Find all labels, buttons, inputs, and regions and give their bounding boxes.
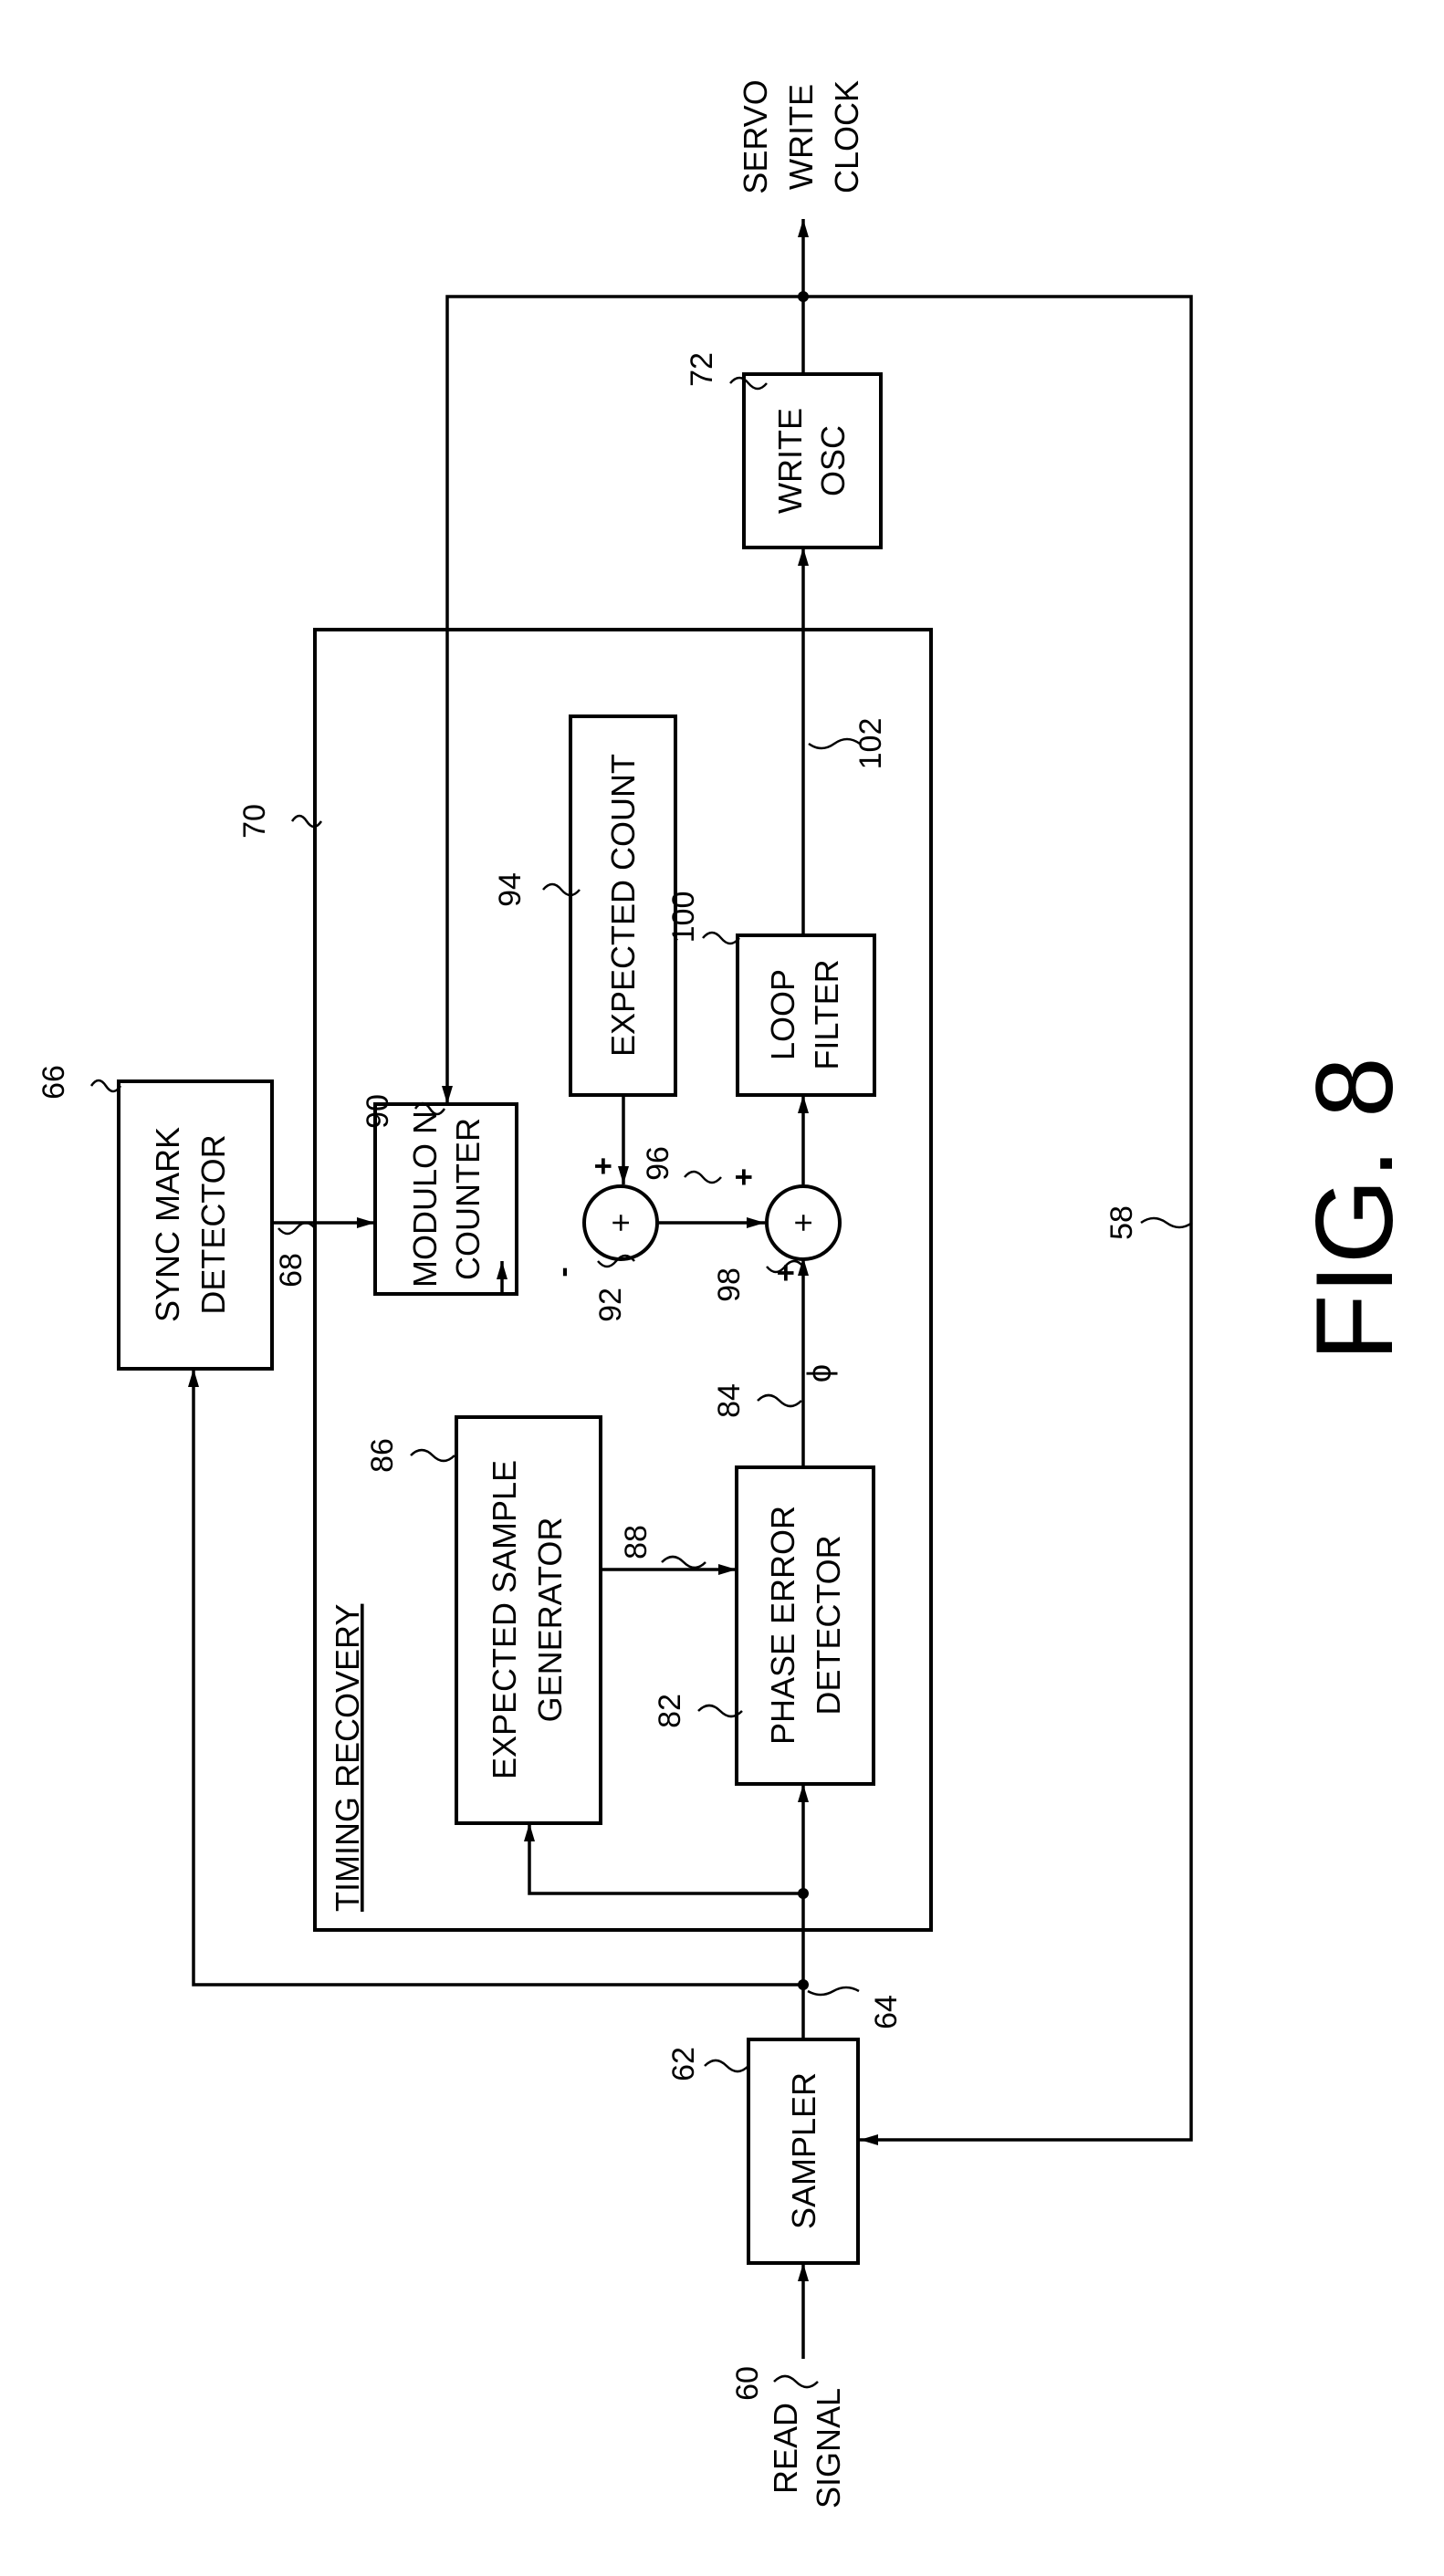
junction-dot (798, 1888, 809, 1899)
ref-94-label: 94 (493, 872, 528, 907)
loop-filter-label-line1: LOOP (764, 969, 801, 1060)
ref-72-leader (730, 378, 767, 389)
phase-symbol-label: ϕ (800, 1364, 838, 1382)
read-signal-label-line1: READ (767, 2403, 804, 2494)
summer-92-minus-sign: - (546, 1267, 581, 1277)
ref-68-label: 68 (274, 1253, 309, 1288)
servo-write-clock-label-line3: CLOCK (828, 80, 865, 193)
sync-mark-detector-label-line2: DETECTOR (194, 1134, 232, 1314)
ref-64-label: 64 (869, 1995, 904, 2029)
ref-70-label: 70 (237, 804, 272, 839)
summer-98-symbol: + (784, 1213, 821, 1232)
ref-66-label: 66 (37, 1065, 71, 1100)
sampler-label: SAMPLER (785, 2072, 822, 2229)
ref-66-leader (91, 1080, 120, 1091)
junction-dot (798, 291, 809, 302)
timing-recovery-title: TIMING RECOVERY (329, 1604, 366, 1912)
loop-filter-label-line2: FILTER (808, 959, 845, 1069)
phase-error-detector-label-line1: PHASE ERROR (764, 1506, 801, 1745)
expected-sample-generator-box (456, 1417, 601, 1823)
junction-dot (798, 1979, 809, 1990)
servo-write-clock-label-line1: SERVO (737, 79, 774, 193)
sync-mark-detector-label-line1: SYNC MARK (149, 1127, 186, 1322)
write-osc-label-line1: WRITE (771, 408, 809, 514)
ref-94-leader (543, 884, 580, 895)
ref-86-label: 86 (365, 1438, 400, 1473)
ref-90-label: 90 (361, 1094, 395, 1129)
ref-102-leader (809, 739, 860, 748)
ref-58-label: 58 (1104, 1205, 1139, 1240)
ref-84-label: 84 (712, 1383, 747, 1418)
ref-96-leader (685, 1172, 721, 1183)
ref-84-leader (758, 1395, 801, 1406)
ref-100-label: 100 (666, 892, 701, 944)
write-osc-box (744, 374, 881, 548)
ref-96-label: 96 (641, 1146, 675, 1181)
write-osc-label-line2: OSC (814, 425, 852, 496)
ref-86-leader (411, 1450, 455, 1461)
servo-write-clock-label-line2: WRITE (782, 84, 820, 190)
esg-input-wire (529, 1823, 803, 1893)
ref-60-label: 60 (730, 2366, 765, 2401)
read-signal-label-line2: SIGNAL (810, 2388, 847, 2508)
ref-100-leader (703, 933, 739, 944)
ref-88-label: 88 (619, 1525, 654, 1559)
summer-98-plus-sign-left: + (727, 1168, 761, 1186)
ref-58-leader (1141, 1218, 1192, 1227)
ref-72-label: 72 (685, 352, 719, 387)
expected-sample-generator-label-line1: EXPECTED SAMPLE (486, 1460, 523, 1779)
expected-count-label: EXPECTED COUNT (604, 754, 642, 1057)
ref-92-label: 92 (593, 1288, 628, 1322)
loop-filter-box (738, 935, 874, 1095)
ref-68-leader (278, 1223, 315, 1234)
modulo-n-counter-label-line2: COUNTER (449, 1118, 487, 1280)
ref-88-leader (662, 1557, 706, 1568)
expected-sample-generator-label-line2: GENERATOR (531, 1517, 569, 1723)
ref-60-leader (774, 2376, 818, 2387)
ref-102-label: 102 (853, 718, 888, 770)
figure-label: FIG. 8 (1293, 1057, 1416, 1361)
ref-62-leader (705, 2060, 748, 2071)
ref-98-label: 98 (712, 1267, 747, 1302)
phase-error-detector-box (737, 1467, 874, 1784)
modulo-n-counter-label-line1: MODULO N (406, 1111, 444, 1288)
ref-82-label: 82 (653, 1694, 687, 1728)
ref-62-label: 62 (666, 2047, 701, 2081)
modulo-n-counter-box (375, 1104, 517, 1294)
ref-64-leader (808, 1987, 859, 1995)
ref-70-leader (292, 816, 321, 827)
phase-error-detector-label-line2: DETECTOR (810, 1535, 847, 1715)
summer-92-plus-sign: + (586, 1157, 621, 1175)
summer-92-symbol: + (602, 1213, 639, 1232)
